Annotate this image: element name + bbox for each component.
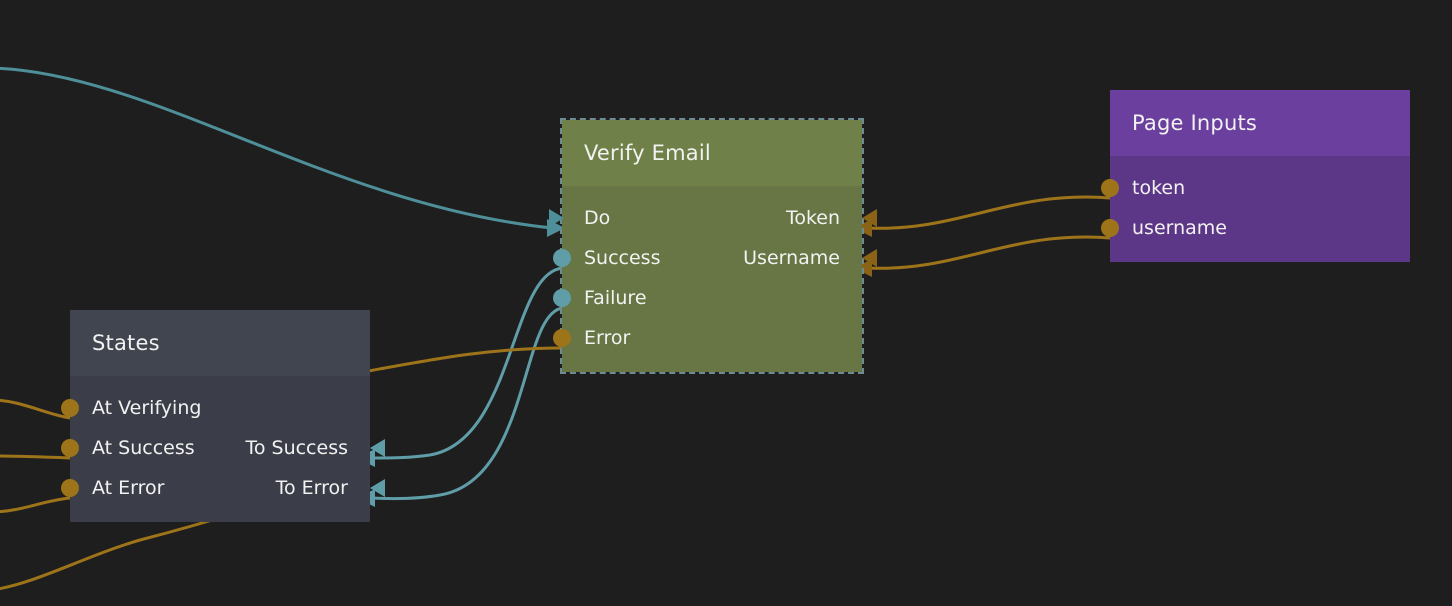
port-row-success-username[interactable]: Success Username — [553, 238, 877, 278]
port-marker-token-data-arrow-icon[interactable] — [862, 209, 877, 227]
port-marker-error-data-dot-icon[interactable] — [553, 329, 571, 347]
port-marker-username-data-arrow-icon[interactable] — [862, 249, 877, 267]
node-page-inputs-title: Page Inputs — [1132, 111, 1258, 135]
port-label-do: Do — [584, 207, 611, 229]
node-states[interactable]: States At Verifying At Success To Succes… — [61, 310, 385, 522]
node-verify-email[interactable]: Verify Email Do Token Success Username F… — [549, 118, 877, 374]
wire-incoming-exec-to-do — [0, 66, 553, 230]
port-label-at-verifying: At Verifying — [92, 397, 202, 419]
port-label-to-success: To Success — [245, 437, 348, 459]
port-marker-at-verifying-data-dot-icon[interactable] — [61, 399, 79, 417]
port-row-error[interactable]: Error — [553, 318, 862, 358]
node-page-inputs-body: token username — [1101, 156, 1410, 262]
node-verify-email-body: Do Token Success Username Failure Error — [549, 186, 877, 372]
node-verify-email-header[interactable]: Verify Email — [562, 120, 862, 186]
port-marker-at-success-data-dot-icon[interactable] — [61, 439, 79, 457]
port-label-username-input: username — [1132, 217, 1227, 239]
port-label-to-error: To Error — [275, 477, 348, 499]
node-page-inputs[interactable]: Page Inputs token username — [1101, 90, 1410, 262]
port-marker-at-error-data-dot-icon[interactable] — [61, 479, 79, 497]
node-states-body: At Verifying At Success To Success At Er… — [61, 376, 385, 522]
port-row-username-input[interactable]: username — [1101, 208, 1410, 248]
node-page-inputs-header[interactable]: Page Inputs — [1110, 90, 1410, 156]
port-label-success: Success — [584, 247, 661, 269]
node-states-title: States — [92, 331, 160, 355]
port-row-at-error-to-error[interactable]: At Error To Error — [61, 468, 385, 508]
port-marker-username-data-dot-icon[interactable] — [1101, 219, 1119, 237]
port-label-username: Username — [743, 247, 840, 269]
wire-offscreen-to-at-verifying — [0, 398, 71, 420]
port-row-token-input[interactable]: token — [1101, 168, 1410, 208]
node-verify-email-title: Verify Email — [584, 141, 711, 165]
port-label-at-success: At Success — [92, 437, 195, 459]
port-marker-token-data-dot-icon[interactable] — [1101, 179, 1119, 197]
wire-success-to-to-success — [371, 266, 564, 460]
port-marker-to-success-exec-arrow-icon[interactable] — [370, 439, 385, 457]
port-row-do-token[interactable]: Do Token — [549, 198, 877, 238]
port-marker-failure-exec-dot-icon[interactable] — [553, 289, 571, 307]
wire-failure-to-to-error — [371, 306, 564, 501]
port-marker-success-exec-dot-icon[interactable] — [553, 249, 571, 267]
port-label-error: Error — [584, 327, 631, 349]
port-marker-do-exec-arrow-icon[interactable] — [549, 209, 564, 227]
port-marker-to-error-exec-arrow-icon[interactable] — [370, 479, 385, 497]
wire-offscreen-to-at-error — [0, 496, 71, 514]
port-row-at-verifying[interactable]: At Verifying — [61, 388, 370, 428]
port-label-token-input: token — [1132, 177, 1186, 199]
port-label-failure: Failure — [584, 287, 647, 309]
port-row-at-success-to-success[interactable]: At Success To Success — [61, 428, 385, 468]
port-row-failure[interactable]: Failure — [553, 278, 862, 318]
port-label-at-error: At Error — [92, 477, 165, 499]
port-label-token: Token — [785, 207, 840, 229]
wire-offscreen-to-at-success — [0, 454, 71, 460]
node-states-header[interactable]: States — [70, 310, 370, 376]
wire-username-to-verify-username — [867, 235, 1111, 270]
wire-token-to-verify-token — [867, 195, 1111, 230]
